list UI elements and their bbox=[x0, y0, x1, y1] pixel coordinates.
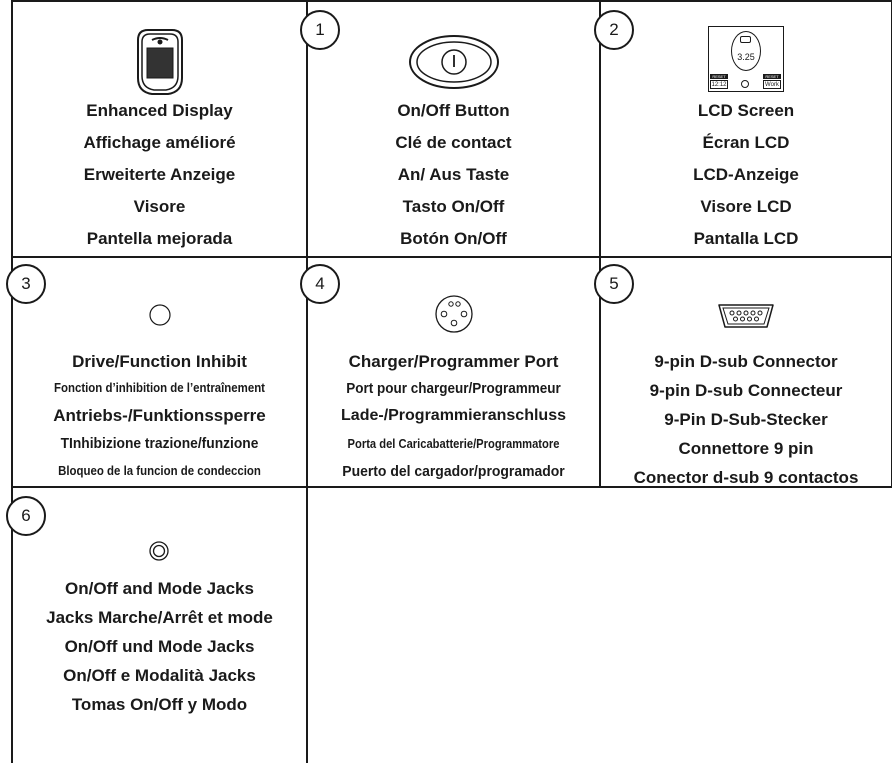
cell-mode-jacks: On/Off and Mode Jacks Jacks Marche/Arrêt… bbox=[12, 487, 307, 763]
label-line: Fonction d’inhibition de l’entraînement bbox=[53, 380, 266, 395]
label-line: Botón On/Off bbox=[400, 229, 507, 248]
label-line: On/Off e Modalità Jacks bbox=[63, 666, 256, 685]
label-line: TInhibizione trazione/funzione bbox=[60, 435, 259, 452]
label-line: Erweiterte Anzeige bbox=[83, 165, 236, 184]
step-badge: 4 bbox=[300, 264, 340, 304]
enhanced-display-icon bbox=[137, 29, 183, 95]
cell-charger-port: Charger/Programmer Port Port pour charge… bbox=[307, 257, 600, 487]
lcd-screen-icon: 3.25 RESET 12:12 RESET Work bbox=[708, 26, 784, 92]
label-line: 9-pin D-sub Connecteur bbox=[649, 381, 843, 400]
cell-on-off-button: On/Off Button Clé de contact An/ Aus Tas… bbox=[307, 0, 600, 257]
label-line: 9-Pin D-Sub-Stecker bbox=[664, 410, 828, 429]
label-line: Affichage amélioré bbox=[83, 133, 236, 152]
label-line: On/Off Button bbox=[397, 101, 510, 120]
gauge-ring bbox=[731, 31, 761, 71]
label-line: Charger/Programmer Port bbox=[348, 352, 559, 371]
lcd-left-bottom: 12:12 bbox=[710, 80, 728, 89]
dsub-connector-icon bbox=[718, 304, 774, 328]
cell-dsub-connector: 9-pin D-sub Connector 9-pin D-sub Connec… bbox=[600, 257, 892, 487]
label-line: Drive/Function Inhibit bbox=[72, 352, 247, 371]
label-line: Port pour chargeur/Programmeur bbox=[346, 380, 561, 397]
mode-jack-icon bbox=[149, 541, 169, 561]
label-line: Antriebs-/Funktionssperre bbox=[53, 406, 266, 425]
label-line: On/Off and Mode Jacks bbox=[65, 579, 254, 598]
battery-icon bbox=[740, 36, 751, 43]
power-button-icon bbox=[409, 35, 499, 89]
step-badge: 5 bbox=[594, 264, 634, 304]
cell-enhanced-display: Enhanced Display Affichage amélioré Erwe… bbox=[12, 0, 307, 257]
label-line: Visore LCD bbox=[700, 197, 792, 216]
label-line: On/Off und Mode Jacks bbox=[64, 637, 255, 656]
label-line: Bloqueo de la funcion de condeccion bbox=[58, 463, 261, 478]
step-badge: 6 bbox=[6, 496, 46, 536]
label-line: Conector d-sub 9 contactos bbox=[633, 468, 859, 487]
lcd-right-top: RESET bbox=[763, 74, 781, 79]
label-line: An/ Aus Taste bbox=[397, 165, 510, 184]
step-badge: 2 bbox=[594, 10, 634, 50]
lcd-value: 3.25 bbox=[737, 52, 755, 62]
label-line: Lade-/Programmieranschluss bbox=[341, 407, 566, 424]
label-line: Tasto On/Off bbox=[402, 197, 505, 216]
label-line: Puerto del cargador/programador bbox=[342, 463, 565, 480]
label-line: Visore bbox=[133, 197, 186, 216]
label-line: Jacks Marche/Arrêt et mode bbox=[46, 608, 273, 627]
label-line: Tomas On/Off y Modo bbox=[71, 695, 248, 714]
label-line: LCD Screen bbox=[697, 101, 795, 120]
inhibit-jack-icon bbox=[149, 304, 171, 326]
label-line: Pantella mejorada bbox=[86, 229, 233, 248]
label-line: Connettore 9 pin bbox=[678, 439, 814, 458]
lcd-right-bottom: Work bbox=[763, 80, 781, 89]
cell-drive-inhibit: Drive/Function Inhibit Fonction d’inhibi… bbox=[12, 257, 307, 487]
lcd-center-dot bbox=[741, 80, 749, 88]
label-line: Pantalla LCD bbox=[693, 229, 799, 248]
step-badge: 3 bbox=[6, 264, 46, 304]
label-line: 9-pin D-sub Connector bbox=[654, 352, 838, 371]
label-line: LCD-Anzeige bbox=[693, 165, 799, 184]
cell-lcd-screen: 3.25 RESET 12:12 RESET Work LCD Screen É… bbox=[600, 0, 892, 257]
label-line: Enhanced Display bbox=[86, 101, 233, 120]
step-badge: 1 bbox=[300, 10, 340, 50]
lcd-left-top: RESET bbox=[710, 74, 728, 79]
label-line: Clé de contact bbox=[395, 133, 512, 152]
label-line: Porta del Caricabatterie/Programmatore bbox=[347, 436, 560, 451]
charger-port-icon bbox=[435, 295, 473, 333]
label-line: Écran LCD bbox=[702, 133, 790, 152]
